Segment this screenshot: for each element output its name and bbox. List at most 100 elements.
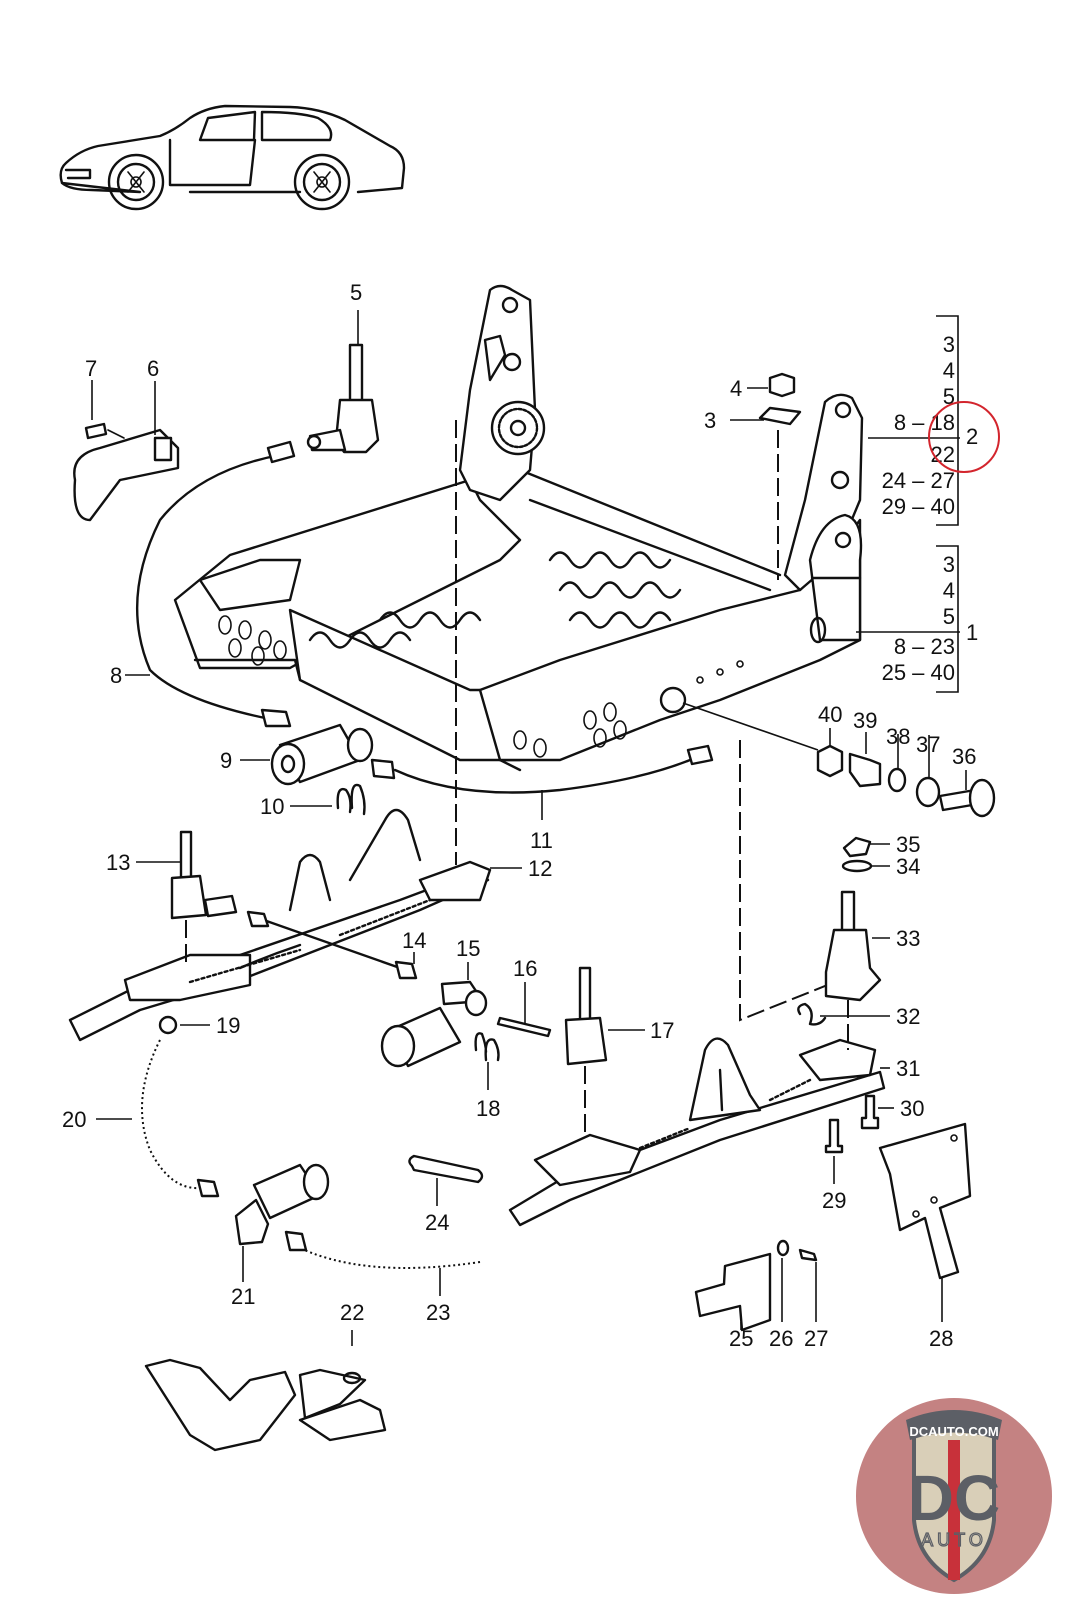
part-15-motor	[380, 980, 488, 1068]
callout-5: 5	[350, 280, 362, 305]
part-28-plate	[878, 1122, 972, 1280]
callout-37: 37	[916, 732, 940, 757]
part-17-spindle	[564, 966, 608, 1066]
callout-7: 7	[85, 356, 97, 381]
part-14-cable	[256, 916, 402, 970]
seat-frame	[173, 284, 864, 772]
svg-text:4: 4	[943, 578, 955, 603]
callout-24: 24	[425, 1210, 449, 1235]
part-3-clip	[758, 406, 802, 426]
callout-38: 38	[886, 724, 910, 749]
svg-text:24 – 27: 24 – 27	[882, 468, 955, 493]
part-4-nut	[768, 372, 796, 398]
callout-20: 20	[62, 1107, 86, 1132]
callout-4: 4	[730, 376, 742, 401]
svg-text:29 – 40: 29 – 40	[882, 494, 955, 519]
callout-12: 12	[528, 856, 552, 881]
part-22-bracket	[144, 1358, 387, 1452]
leader-lines	[91, 310, 967, 1346]
callout-34: 34	[896, 854, 920, 879]
callout-16: 16	[513, 956, 537, 981]
callout-8: 8	[110, 663, 122, 688]
part-9-motor	[270, 723, 374, 786]
callout-9: 9	[220, 748, 232, 773]
assembly-group-1: 3 4 5 8 – 23 25 – 40 1	[882, 552, 979, 685]
part-31-right-track	[508, 1037, 886, 1227]
part-13-spindle	[170, 830, 238, 920]
part-25-bracket	[694, 1252, 772, 1332]
part-8-cable	[136, 453, 282, 720]
part-26-washer	[776, 1239, 790, 1257]
callout-36: 36	[952, 744, 976, 769]
callout-32: 32	[896, 1004, 920, 1029]
watermark-badge: DCAUTO.COM DC AUTO	[856, 1398, 1052, 1594]
svg-text:3: 3	[943, 552, 955, 577]
part-38-washer	[887, 767, 907, 793]
svg-text:5: 5	[943, 604, 955, 629]
callout-40: 40	[818, 702, 842, 727]
part-16-shaft	[496, 1016, 552, 1038]
callout-35: 35	[896, 832, 920, 857]
callout-27: 27	[804, 1326, 828, 1351]
part-34-washer	[841, 859, 873, 873]
callout-23: 23	[426, 1300, 450, 1325]
part-40-nut	[816, 744, 844, 778]
part-12-left-track	[68, 808, 492, 1042]
callout-11: 11	[530, 828, 553, 853]
callout-18: 18	[476, 1096, 500, 1121]
callout-22: 22	[340, 1300, 364, 1325]
callout-15: 15	[456, 936, 480, 961]
svg-text:8 – 23: 8 – 23	[894, 634, 955, 659]
callout-6: 6	[147, 356, 159, 381]
callout-17: 17	[650, 1018, 674, 1043]
part-35-clip	[842, 836, 872, 858]
callout-30: 30	[900, 1096, 924, 1121]
callout-25: 25	[729, 1326, 753, 1351]
callout-21: 21	[231, 1284, 255, 1309]
watermark-site: DCAUTO.COM	[909, 1424, 998, 1439]
part-33-spindle	[824, 890, 882, 1002]
callout-39: 39	[853, 708, 877, 733]
highlight-circle	[928, 401, 1000, 473]
part-27-screw	[798, 1248, 818, 1262]
part-39-bushing	[848, 752, 882, 788]
svg-text:8 – 18: 8 – 18	[894, 410, 955, 435]
callout-31: 31	[896, 1056, 920, 1081]
assembly-group-2: 3 4 5 8 – 18 22 24 – 27 29 – 40 2	[882, 332, 1000, 519]
svg-text:4: 4	[943, 358, 955, 383]
callout-33: 33	[896, 926, 920, 951]
part-32-clip	[797, 1002, 827, 1026]
part-37-washer	[915, 776, 941, 808]
part-20-cable	[141, 1039, 201, 1190]
part-29-bolt	[824, 1118, 844, 1154]
part-5-spindle	[306, 343, 380, 454]
part-19-grommet	[158, 1015, 178, 1035]
part-10-clip	[336, 783, 366, 816]
svg-text:3: 3	[943, 332, 955, 357]
part-6-lever	[73, 428, 180, 522]
callout-29: 29	[822, 1188, 846, 1213]
car-thumbnail	[59, 104, 406, 211]
part-7-screw	[84, 422, 108, 440]
part-21-motor	[234, 1163, 330, 1246]
callout-2: 2	[966, 424, 978, 449]
part-30-bolt	[860, 1094, 880, 1130]
part-24-sleeve	[408, 1154, 484, 1184]
callout-10: 10	[260, 794, 284, 819]
callout-labels: 5 7 6 4 3 8 9 10 11 12 13 14 15 16 17 18…	[62, 280, 976, 1351]
watermark-monogram: DC	[908, 1462, 1000, 1534]
callout-3: 3	[704, 408, 716, 433]
callout-26: 26	[769, 1326, 793, 1351]
callout-1: 1	[966, 620, 978, 645]
svg-text:25 – 40: 25 – 40	[882, 660, 955, 685]
svg-text:5: 5	[943, 384, 955, 409]
callout-28: 28	[929, 1326, 953, 1351]
part-11-cable	[393, 758, 692, 794]
part-18-clips	[474, 1032, 500, 1062]
part-23-cable	[291, 1243, 481, 1269]
watermark-subtitle: AUTO	[921, 1530, 987, 1550]
callout-13: 13	[106, 850, 130, 875]
callout-14: 14	[402, 928, 426, 953]
callout-19: 19	[216, 1013, 240, 1038]
